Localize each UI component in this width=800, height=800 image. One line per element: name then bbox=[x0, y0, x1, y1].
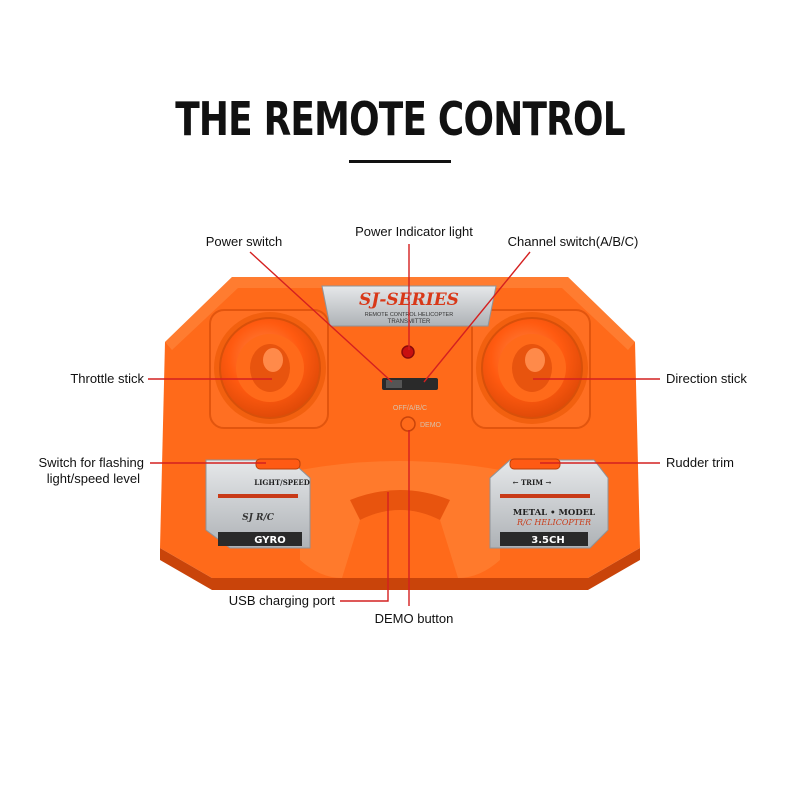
label-throttle-stick: Throttle stick bbox=[70, 371, 144, 386]
rc-helicopter-text: R/C HELICOPTER bbox=[516, 518, 591, 527]
label-power-indicator: Power Indicator light bbox=[355, 224, 473, 239]
gyro-label: GYRO bbox=[254, 535, 285, 546]
label-direction-stick: Direction stick bbox=[666, 371, 747, 386]
left-info-plate: LIGHT/SPEED SJ R/C GYRO bbox=[205, 458, 311, 549]
trim-label: ← TRIM → bbox=[513, 478, 552, 487]
label-flash-switch-2: light/speed level bbox=[47, 471, 140, 486]
direction-stick[interactable] bbox=[471, 309, 591, 429]
label-power-switch: Power switch bbox=[206, 234, 283, 249]
right-info-plate: ← TRIM → METAL • MODEL R/C HELICOPTER 3.… bbox=[489, 458, 609, 549]
leader-lines bbox=[148, 244, 660, 606]
rudder-trim-switch[interactable] bbox=[509, 458, 561, 470]
page-title: THE REMOTE CONTROL bbox=[175, 92, 625, 146]
light-speed-label: LIGHT/SPEED bbox=[254, 478, 310, 487]
callout-labels: Power switch Power Indicator light Chann… bbox=[39, 224, 748, 626]
label-rudder-trim: Rudder trim bbox=[666, 455, 734, 470]
label-usb-port: USB charging port bbox=[229, 593, 336, 608]
title-underline bbox=[349, 160, 451, 163]
label-demo-button: DEMO button bbox=[375, 611, 454, 626]
left-plate-logo: SJ R/C bbox=[242, 513, 275, 523]
leader-channel-switch bbox=[423, 251, 531, 383]
throttle-stick[interactable] bbox=[209, 309, 329, 429]
metal-model-text: METAL • MODEL bbox=[513, 508, 595, 518]
light-speed-switch[interactable] bbox=[255, 458, 301, 470]
label-channel-switch: Channel switch(A/B/C) bbox=[508, 234, 639, 249]
switch-positions: OFF/A/B/C bbox=[393, 405, 427, 412]
leader-power-switch bbox=[249, 251, 393, 383]
leader-usb bbox=[340, 492, 389, 602]
label-flash-switch-1: Switch for flashing bbox=[39, 455, 145, 470]
power-indicator-light bbox=[401, 345, 415, 359]
demo-text: DEMO bbox=[420, 422, 442, 429]
channel-count-label: 3.5CH bbox=[531, 535, 564, 546]
demo-button[interactable]: DEMO bbox=[400, 416, 442, 432]
